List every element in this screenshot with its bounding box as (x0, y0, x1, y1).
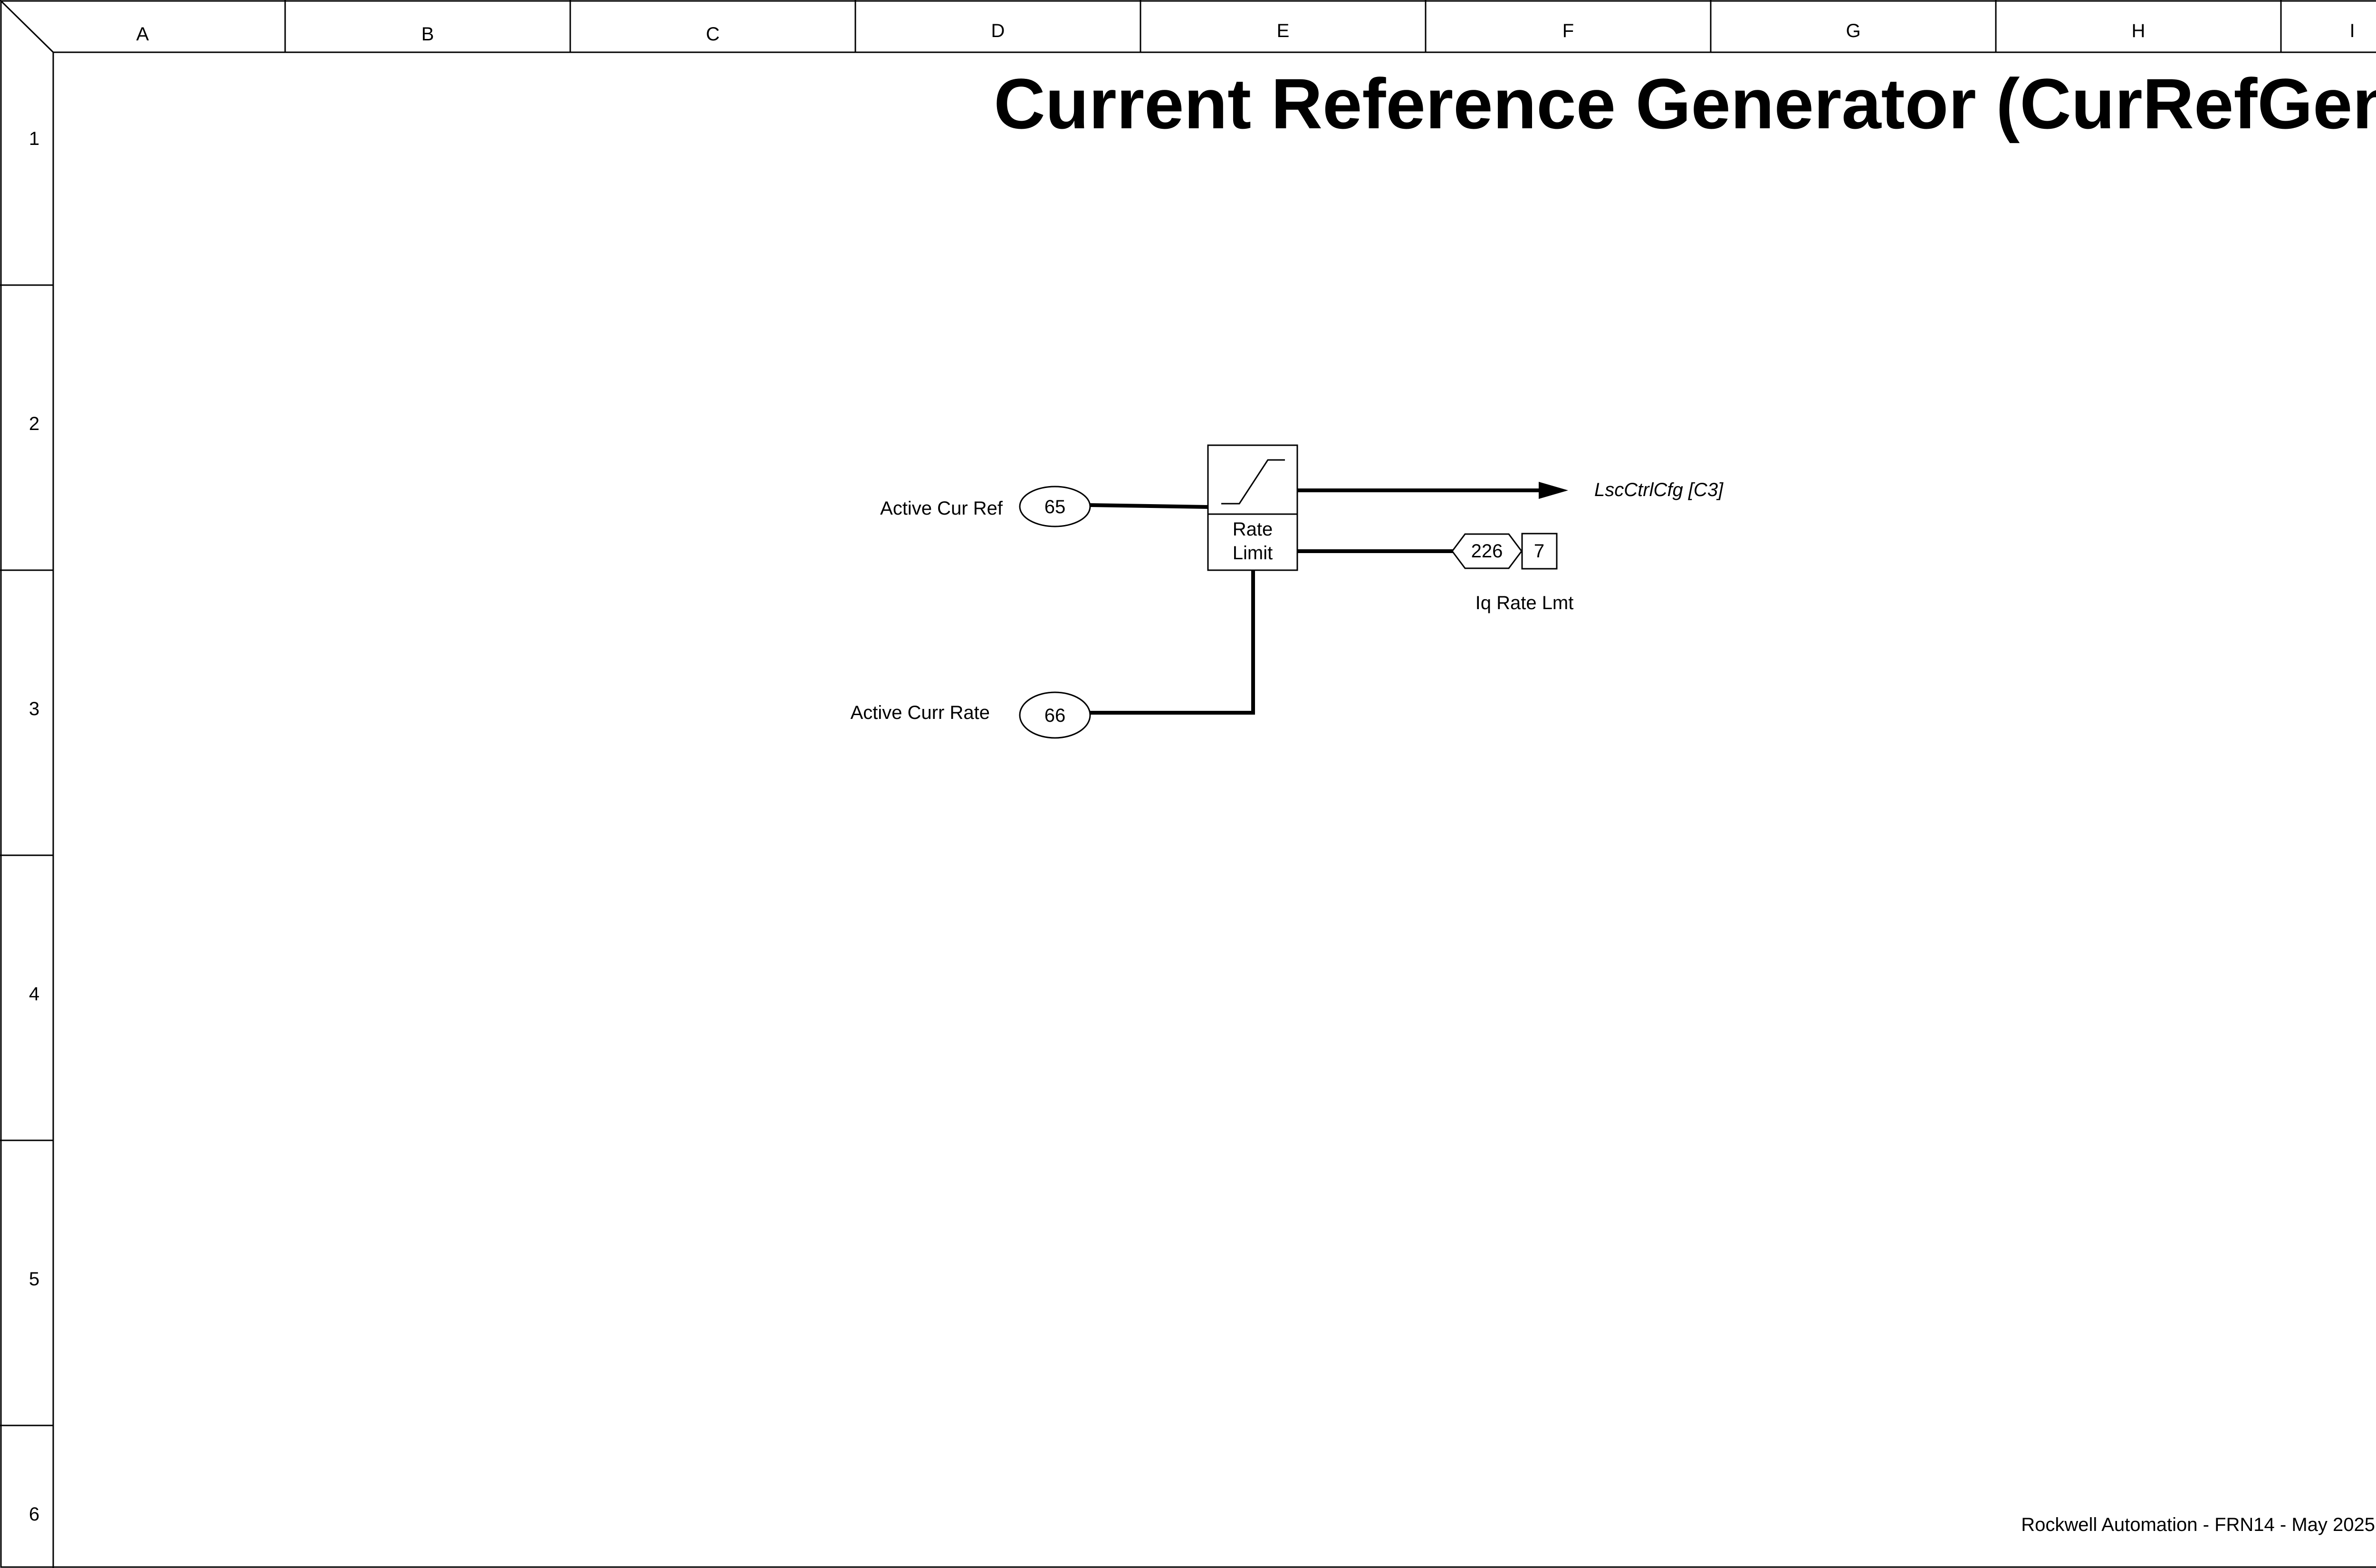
active-curr-rate-label: Active Curr Rate (851, 702, 990, 723)
arrow-head-icon (1539, 482, 1568, 499)
param-65-number: 65 (1044, 497, 1066, 517)
param-66-bubble[interactable] (1019, 691, 1091, 739)
column-label-f: F (1562, 20, 1574, 41)
corner-diagonal (0, 0, 54, 53)
param-226-number: 226 (1471, 541, 1503, 562)
lscctrlcfg-link-label[interactable]: LscCtrlCfg [C3] (1594, 479, 1724, 500)
column-label-a: A (136, 24, 149, 45)
row-label-4: 4 (29, 984, 39, 1004)
column-label-d: D (991, 20, 1005, 41)
wire-curr-rate-to-rate-limit (1090, 569, 1255, 715)
column-label-c: C (706, 24, 720, 45)
column-label-h: H (2132, 20, 2146, 41)
active-cur-ref-label: Active Cur Ref (880, 498, 1003, 519)
column-dividers (284, 0, 2282, 52)
row-label-6: 6 (29, 1504, 39, 1525)
column-label-i: I (2349, 20, 2355, 41)
iq-rate-lmt-label: Iq Rate Lmt (1475, 593, 1574, 613)
column-label-e: E (1277, 20, 1290, 41)
rate-limit-block[interactable] (1207, 444, 1298, 571)
bit-7-box[interactable] (1521, 533, 1558, 570)
rate-limit-label-line2: Limit (1233, 543, 1273, 564)
param-66-number: 66 (1044, 705, 1066, 726)
bit-7-number: 7 (1534, 541, 1544, 562)
page-title: Current Reference Generator (CurRefGen) (994, 64, 2376, 143)
footer-text: Rockwell Automation - FRN14 - May 2025 (2021, 1514, 2375, 1535)
wire-cur-ref-to-rate-limit (1090, 503, 1208, 509)
row-dividers (0, 284, 53, 1426)
row-label-2: 2 (29, 413, 39, 434)
row-label-1: 1 (29, 128, 39, 149)
column-label-b: B (422, 24, 434, 45)
rate-limit-label-line1: Rate (1233, 519, 1273, 540)
column-label-g: G (1846, 20, 1860, 41)
row-label-5: 5 (29, 1269, 39, 1290)
ramp-icon (1221, 459, 1285, 505)
row-label-3: 3 (29, 698, 39, 719)
